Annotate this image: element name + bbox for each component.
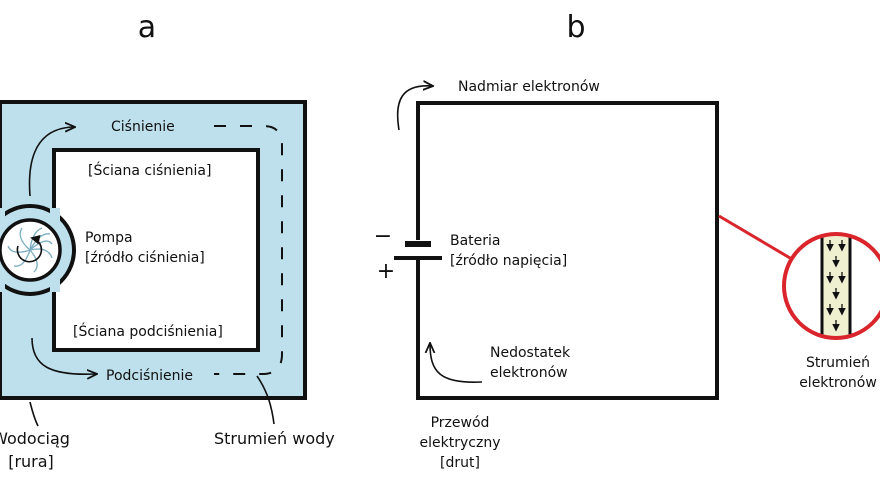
battery-plus-sign: + [377, 259, 395, 284]
battery-icon [394, 241, 442, 260]
vacuum-wall-label: [Ściana podciśnienia] [73, 322, 223, 340]
deficit-arrow [430, 344, 483, 383]
wire-sublabel-2: [drut] [440, 455, 480, 471]
panel-a-letter: a [138, 10, 156, 45]
flow-arrow-bottom [31, 337, 96, 374]
pump-sublabel: [źródło ciśnienia] [85, 250, 205, 266]
wire-sublabel: elektryczny [420, 435, 501, 451]
flow-arrow-up [28, 127, 74, 197]
pipe-label: Wodociąg [0, 429, 70, 448]
pressure-label: Ciśnienie [111, 119, 175, 135]
flow-label: Strumień wody [214, 429, 335, 448]
pump-label: Pompa [85, 230, 133, 246]
deficit-sublabel: elektronów [490, 365, 568, 381]
panel-b-letter: b [566, 10, 585, 45]
pipe-sublabel: [rura] [8, 452, 54, 471]
vacuum-label: Podciśnienie [106, 368, 193, 384]
battery-minus-sign: − [374, 224, 392, 249]
water-flow-dashes [214, 125, 283, 375]
deficit-label: Nedostatek [490, 345, 571, 361]
zoom-connector [718, 214, 791, 260]
battery-label: Bateria [450, 233, 501, 249]
excess-arrow [396, 86, 432, 131]
electron-stream-sublabel: elektronów [799, 375, 877, 391]
circuit-wire [416, 101, 719, 400]
pressure-wall-label: [Ściana ciśnienia] [88, 161, 211, 179]
flow-pointer-line [256, 375, 275, 425]
wire-label: Przewód [431, 415, 490, 431]
pipe-pointer-line [29, 401, 39, 427]
electron-stream-label: Strumień [806, 355, 870, 371]
pump-icon [0, 204, 76, 296]
battery-sublabel: [źródło napięcia] [450, 253, 567, 269]
electron-flow-arrows [826, 240, 846, 332]
zoom-circle [782, 232, 880, 340]
excess-electrons-label: Nadmiar elektronów [458, 79, 600, 95]
